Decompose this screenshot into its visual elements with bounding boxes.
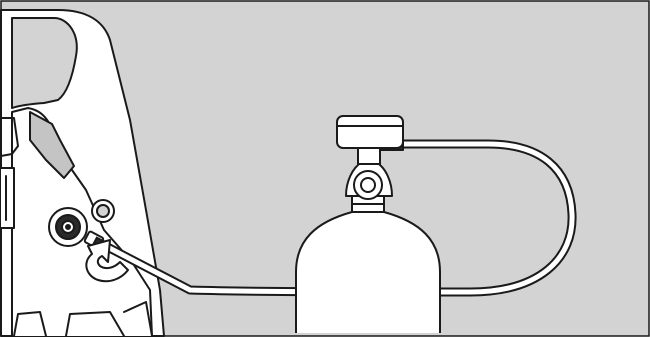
cylinder-body xyxy=(295,211,441,333)
inlet-port-pin xyxy=(65,224,71,230)
gas-cylinder xyxy=(295,115,441,333)
connect-direction-arrow xyxy=(85,239,129,283)
connection-hose xyxy=(93,141,575,295)
housing-foot-right xyxy=(65,311,125,337)
gas-inlet-port xyxy=(48,207,88,247)
reset-knob-inner xyxy=(96,204,110,218)
housing-slot xyxy=(0,167,15,229)
housing-foot-edge xyxy=(123,301,153,337)
housing-shadow xyxy=(29,111,75,179)
handle-cutout xyxy=(11,17,78,109)
valve-gauge-inner xyxy=(360,177,376,193)
housing-foot-left xyxy=(13,311,47,337)
housing-side-detail xyxy=(0,117,19,157)
cylinder-cap xyxy=(336,115,404,149)
